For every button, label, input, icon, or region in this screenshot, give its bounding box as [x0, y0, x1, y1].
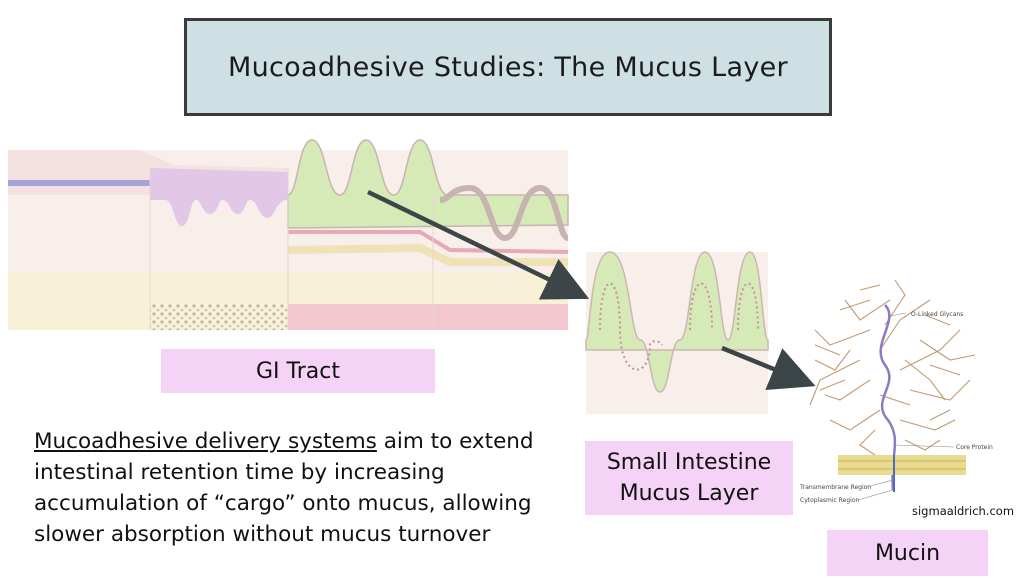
gi-tract-label: GI Tract — [161, 349, 435, 393]
mucin-illustration: O-Linked Glycans Core Protein Transmembr… — [799, 279, 993, 504]
mucin-label: Mucin — [827, 530, 988, 576]
o-linked-glycans-annotation: O-Linked Glycans — [911, 311, 963, 318]
small-intestine-label-line2: Mucus Layer — [619, 481, 759, 506]
small-intestine-villi-illustration — [585, 251, 769, 414]
gi-tract-illustration — [8, 139, 570, 330]
description-rest: aim to extend intestinal retention time … — [34, 429, 534, 547]
small-intestine-label: Small Intestine Mucus Layer — [585, 441, 793, 515]
arrow-gi-to-villi — [367, 189, 590, 300]
source-credit: sigmaaldrich.com — [912, 504, 1015, 518]
core-protein-annotation: Core Protein — [956, 444, 993, 451]
transmembrane-region-annotation: Transmembrane Region — [799, 484, 871, 491]
description-text: Mucoadhesive delivery systems aim to ext… — [34, 426, 554, 550]
small-intestine-label-line1: Small Intestine — [606, 450, 772, 475]
slide-title: Mucoadhesive Studies: The Mucus Layer — [184, 18, 832, 116]
cytoplasmic-region-annotation: Cytoplasmic Region — [800, 497, 859, 504]
underlined-term: Mucoadhesive delivery systems — [34, 429, 377, 454]
arrow-villi-to-mucin — [721, 345, 816, 390]
